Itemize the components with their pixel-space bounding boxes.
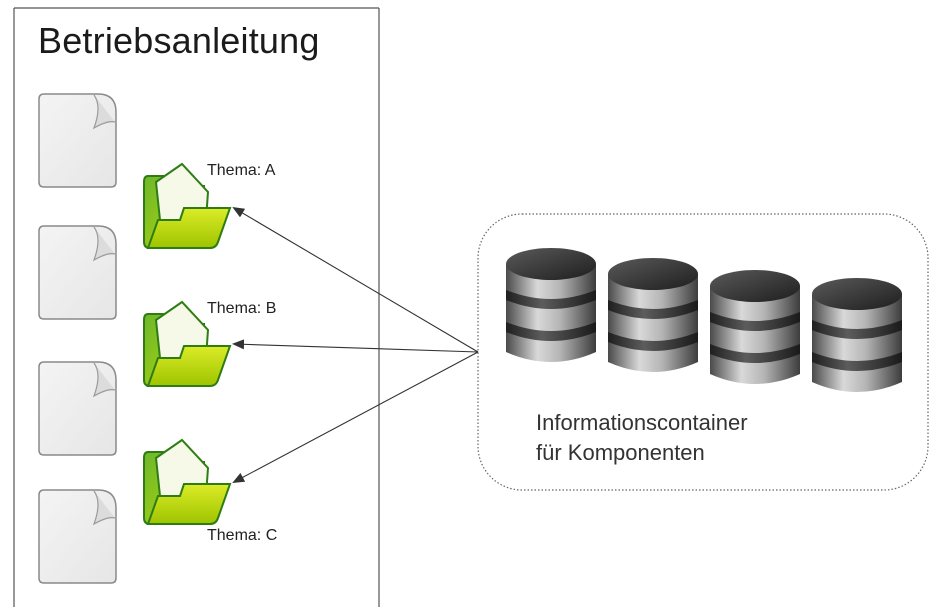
arrow-to-thema-c — [232, 351, 479, 483]
database-cylinder-icon — [506, 248, 596, 362]
container-caption-line2: für Komponenten — [536, 440, 705, 465]
arrow-to-thema-b — [232, 339, 479, 353]
information-container-box — [477, 213, 929, 491]
container-caption: Informationscontainer für Komponenten — [536, 408, 748, 468]
manual-title: Betriebsanleitung — [38, 20, 320, 61]
document-page-icon — [38, 225, 117, 320]
topic-label-a: Thema: A — [207, 162, 276, 179]
database-cylinder-icon — [608, 258, 698, 372]
arrow-to-thema-a — [232, 206, 479, 353]
topic-label-b: Thema: B — [207, 300, 277, 317]
document-page-icon — [38, 489, 117, 584]
document-page-icon — [38, 361, 117, 456]
database-cylinder-icon — [710, 270, 800, 384]
document-page-icon — [38, 93, 117, 188]
topic-label-c: Thema: C — [207, 527, 278, 544]
container-caption-line1: Informationscontainer — [536, 410, 748, 435]
open-folder-icon — [143, 439, 231, 525]
database-cylinder-icon — [812, 278, 902, 392]
